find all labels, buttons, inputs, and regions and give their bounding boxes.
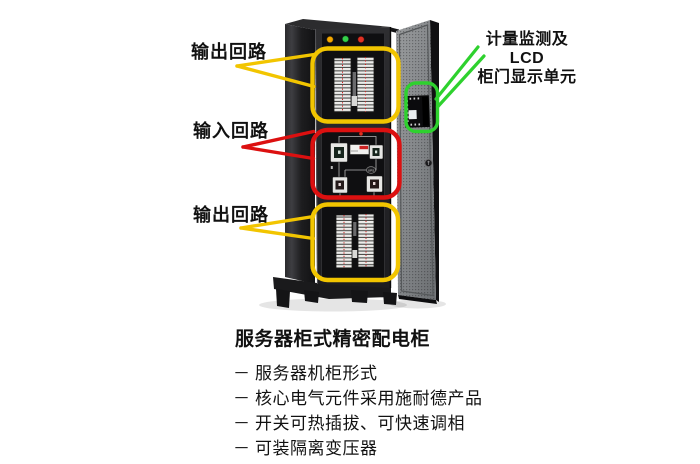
cabinet-shadow xyxy=(259,298,407,312)
indicator-light-green xyxy=(342,35,349,43)
cabinet-body: UPS xyxy=(273,19,399,308)
annotations xyxy=(235,45,486,283)
bullet-dash: － xyxy=(233,414,251,433)
indicator-light-amber xyxy=(326,36,334,43)
bullet-dash: － xyxy=(233,364,251,383)
feature-text: 开关可热插拔、可快速调相 xyxy=(255,414,465,433)
lcd-monitoring-unit xyxy=(404,95,430,128)
output-panel-bottom xyxy=(321,204,385,280)
output-bottom-highlight-box xyxy=(310,202,401,283)
lcd-callout-lines xyxy=(434,45,486,109)
ups-port xyxy=(366,166,376,174)
lcd-label-line-2: LCD xyxy=(509,50,545,67)
lcd-screen xyxy=(408,110,417,120)
door-lock xyxy=(424,158,433,167)
bullet-dash: － xyxy=(233,439,251,458)
input-callout-lines xyxy=(241,129,316,161)
callout-label-output-top: 输出回路 xyxy=(191,42,267,62)
product-title: 服务器柜式精密配电柜 xyxy=(235,329,431,350)
product-description: 服务器柜式精密配电柜 － 服务器机柜形式 － 核心电气元件采用施耐德产品 － 开… xyxy=(233,324,513,459)
lcd-label-line-1: 计量监测及 xyxy=(485,31,569,48)
feature-text: 可装隔离变压器 xyxy=(255,439,378,458)
output-bottom-callout-lines xyxy=(239,214,316,241)
indicator-light-red xyxy=(357,36,365,43)
input-breaker-units xyxy=(330,142,384,194)
callout-label-output-bottom: 输出回路 xyxy=(193,205,269,225)
callout-label-input: 输入回路 xyxy=(193,121,269,141)
feature-item: － 核心电气元件采用施耐德产品 xyxy=(233,384,513,409)
input-panel-led xyxy=(359,132,363,136)
input-breakers: UPS xyxy=(330,132,384,197)
feature-item: － 可装隔离变压器 xyxy=(233,434,513,459)
output-top-callout-lines xyxy=(235,52,316,89)
cabinet-door xyxy=(396,20,439,304)
feature-item: － 开关可热插拔、可快速调相 xyxy=(233,409,513,434)
input-highlight-box xyxy=(310,127,402,200)
feature-text: 服务器机柜形式 xyxy=(255,364,378,383)
lcd-label-line-3: 柜门显示单元 xyxy=(477,69,577,86)
wiring-lines xyxy=(338,136,377,197)
feature-item: － 服务器机柜形式 xyxy=(233,359,513,384)
output-breakers-bottom xyxy=(335,213,375,269)
callout-label-lcd-display: 计量监测及 LCD 柜门显示单元 xyxy=(452,30,602,87)
feature-text: 核心电气元件采用施耐德产品 xyxy=(255,389,483,408)
svg-text:UPS: UPS xyxy=(368,168,374,172)
output-breakers-top xyxy=(333,56,375,113)
bullet-dash: － xyxy=(233,389,251,408)
cabinet-feet xyxy=(276,289,397,308)
